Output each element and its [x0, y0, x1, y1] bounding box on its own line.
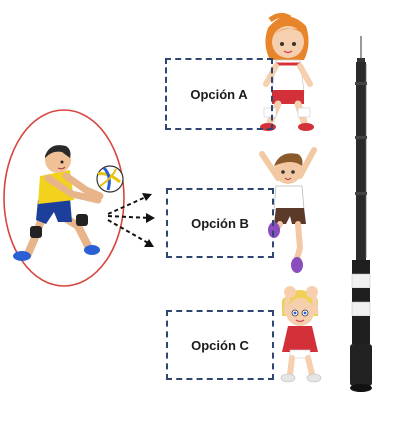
option-a-label: Opción A	[190, 86, 248, 102]
option-b-box[interactable]: Opción B	[166, 188, 274, 258]
player-highlight-circle	[3, 109, 125, 287]
option-c-label: Opción C	[191, 337, 249, 353]
boy-arms-raised-icon	[259, 147, 317, 273]
direction-arrows	[107, 195, 151, 245]
arrow-to-option-c	[107, 219, 151, 245]
girl-overhead-set-icon	[280, 286, 322, 383]
net-antenna-pole-icon	[350, 36, 372, 392]
volleyball-player-bumping-icon	[13, 145, 104, 261]
option-a-box[interactable]: Opción A	[165, 58, 273, 130]
arrow-to-option-b	[107, 215, 151, 219]
arrow-to-option-a-b	[107, 195, 149, 215]
volleyball-icon	[96, 165, 124, 193]
option-c-box[interactable]: Opción C	[166, 310, 274, 380]
option-b-label: Opción B	[191, 215, 249, 231]
